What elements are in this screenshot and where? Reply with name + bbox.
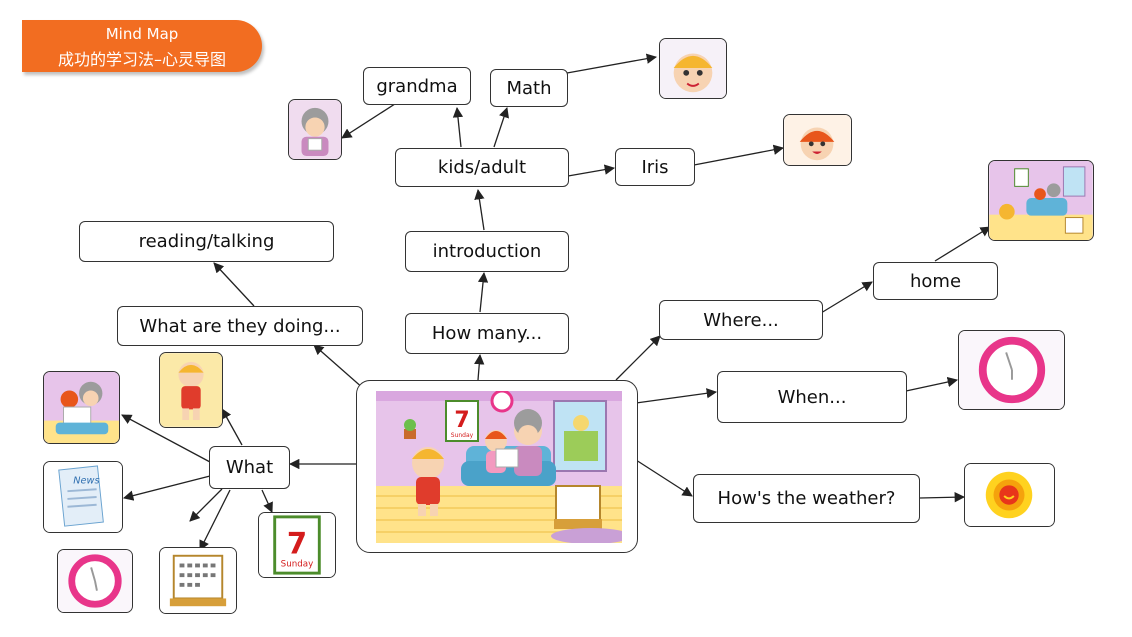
home-image-room[interactable]: [988, 160, 1094, 241]
what-image-boy[interactable]: [159, 352, 223, 428]
node-kids-adult[interactable]: kids/adult: [395, 148, 569, 187]
connector-center-when: [635, 388, 718, 404]
living-room-scene: 7 Sunday: [376, 391, 622, 543]
node-home[interactable]: home: [873, 262, 998, 300]
center-scene-image[interactable]: 7 Sunday: [356, 380, 638, 553]
what-image-grandma-and-kid[interactable]: [43, 371, 120, 444]
connector-weather-sun: [919, 492, 966, 503]
node-math[interactable]: Math: [490, 69, 568, 107]
node-when[interactable]: When...: [717, 371, 907, 423]
connector-iris-image: [693, 144, 785, 166]
connector-kidsadult-iris: [567, 164, 616, 177]
connector-kidsadult-math: [493, 107, 509, 148]
iris-image-girl-face[interactable]: [783, 114, 852, 166]
header-subtitle: 成功的学习法–心灵导图: [57, 50, 226, 69]
sunday-calendar-day: Sunday: [281, 559, 314, 569]
when-image-clock[interactable]: [958, 330, 1065, 410]
connector-lines: [121, 53, 991, 551]
connector-what-calendar: [189, 488, 223, 522]
connector-math-image: [566, 53, 658, 74]
connector-what-boy: [221, 408, 243, 446]
node-where[interactable]: Where...: [659, 300, 823, 340]
node-what-are-they-doing[interactable]: What are they doing...: [117, 306, 363, 346]
header-title: Mind Map: [105, 25, 179, 43]
wall-calendar-number: 7: [454, 408, 469, 433]
what-image-clock[interactable]: [57, 549, 133, 613]
weather-image-sun[interactable]: [964, 463, 1055, 527]
wall-calendar-day: Sunday: [451, 432, 474, 439]
what-image-newspaper[interactable]: News: [43, 461, 123, 533]
connector-center-howmany: [474, 353, 485, 381]
node-iris[interactable]: Iris: [615, 148, 695, 186]
newspaper-label: News: [73, 475, 99, 486]
what-image-desk-calendar[interactable]: [159, 547, 237, 614]
connector-where-home: [820, 281, 873, 314]
connector-what-news: [122, 475, 211, 501]
connector-howmany-introduction: [477, 271, 489, 313]
connector-center-weather: [635, 459, 693, 497]
sunday-calendar-number: 7: [287, 527, 307, 561]
connector-center-where: [615, 335, 661, 381]
connector-grandma-image: [341, 101, 399, 139]
node-reading-talking[interactable]: reading/talking: [79, 221, 334, 262]
connector-whatdoing-reading: [213, 262, 255, 307]
node-how-many[interactable]: How many...: [405, 313, 569, 354]
header-badge: Mind Map 成功的学习法–心灵导图: [22, 20, 268, 74]
connector-center-whatdoing: [313, 344, 365, 390]
connector-what-sunday: [261, 489, 273, 513]
node-introduction[interactable]: introduction: [405, 231, 569, 272]
connector-introduction-kidsadult: [474, 188, 485, 231]
node-hows-the-weather[interactable]: How's the weather?: [693, 474, 920, 523]
connector-what-grandkids: [121, 414, 211, 463]
header-badge-background: [22, 20, 262, 72]
node-what[interactable]: What: [209, 446, 290, 489]
connector-what-clock: [199, 489, 231, 551]
math-image-boy-face[interactable]: [659, 38, 727, 99]
connector-home-image: [934, 226, 991, 262]
connector-kidsadult-grandma: [452, 106, 464, 148]
connector-when-clock: [905, 376, 959, 392]
node-grandma[interactable]: grandma: [363, 67, 471, 105]
grandma-image[interactable]: [288, 99, 342, 160]
